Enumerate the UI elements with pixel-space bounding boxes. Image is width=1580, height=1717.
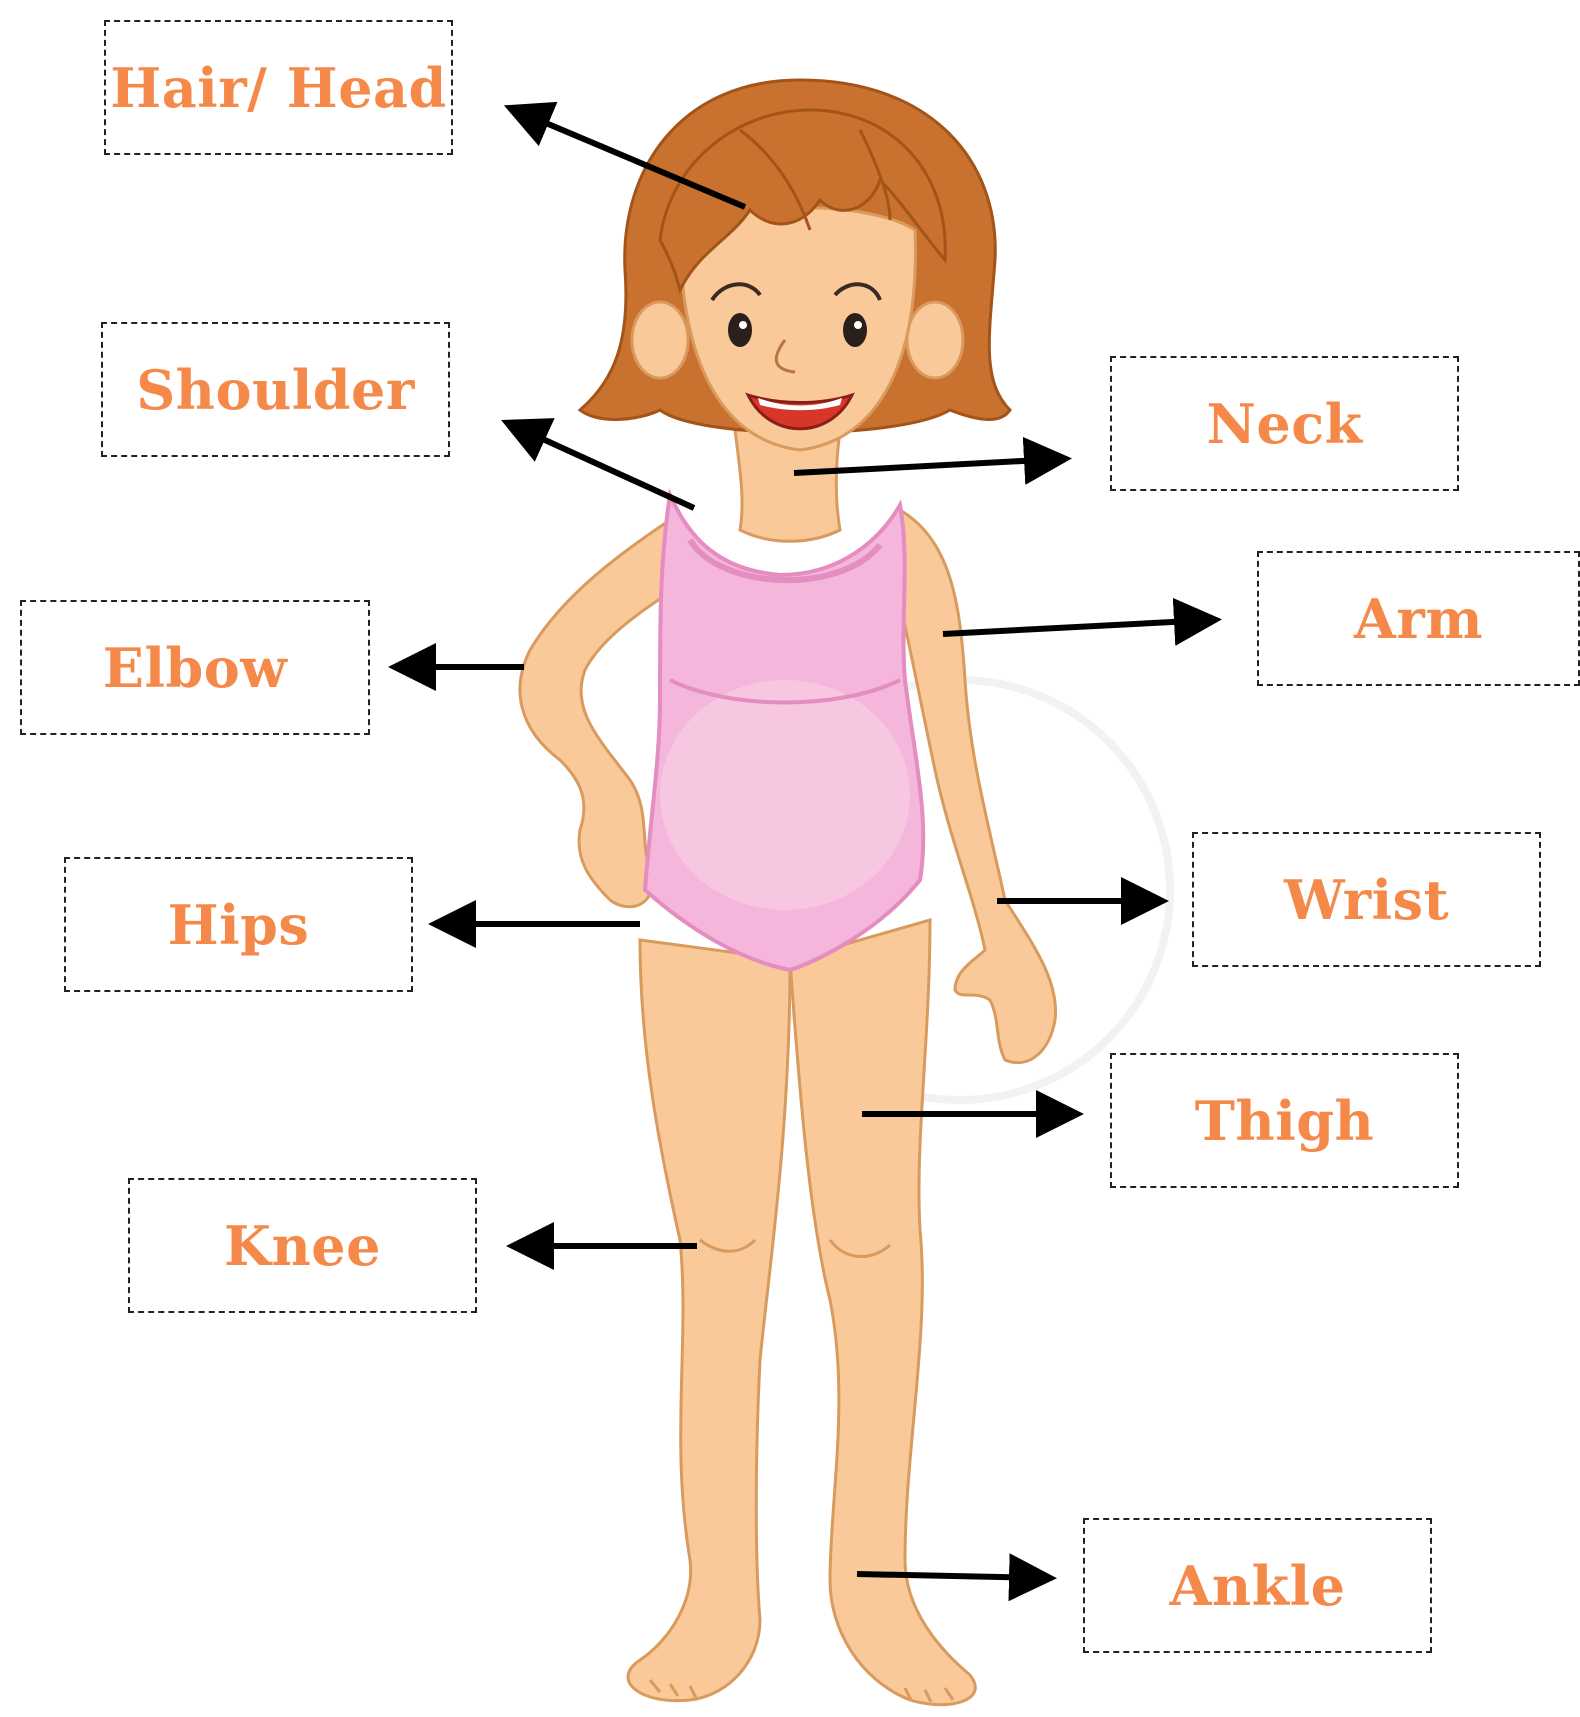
label-neck: Neck <box>1206 392 1362 456</box>
label-box-ankle[interactable]: Ankle <box>1083 1518 1432 1653</box>
left-ear <box>632 302 688 378</box>
label-box-wrist[interactable]: Wrist <box>1192 832 1541 967</box>
arrow-shoulder <box>512 425 694 508</box>
label-elbow: Elbow <box>103 636 287 700</box>
label-box-neck[interactable]: Neck <box>1110 356 1459 491</box>
label-box-knee[interactable]: Knee <box>128 1178 477 1313</box>
label-wrist: Wrist <box>1284 868 1449 932</box>
label-arm: Arm <box>1354 587 1483 651</box>
label-hips: Hips <box>168 893 310 957</box>
label-box-thigh[interactable]: Thigh <box>1110 1053 1459 1188</box>
arrow-ankle <box>857 1574 1045 1578</box>
label-box-hair-head[interactable]: Hair/ Head <box>104 20 453 155</box>
arrow-arm <box>943 620 1210 634</box>
label-box-shoulder[interactable]: Shoulder <box>101 322 450 457</box>
label-box-elbow[interactable]: Elbow <box>20 600 370 735</box>
label-shoulder: Shoulder <box>136 358 415 422</box>
label-knee: Knee <box>224 1214 381 1278</box>
label-box-arm[interactable]: Arm <box>1257 551 1580 686</box>
legs <box>628 920 975 1705</box>
label-ankle: Ankle <box>1170 1554 1346 1618</box>
label-hair-head: Hair/ Head <box>110 56 447 120</box>
swimsuit <box>645 495 923 970</box>
label-box-hips[interactable]: Hips <box>64 857 413 992</box>
label-thigh: Thigh <box>1195 1089 1374 1153</box>
right-ear <box>907 302 963 378</box>
